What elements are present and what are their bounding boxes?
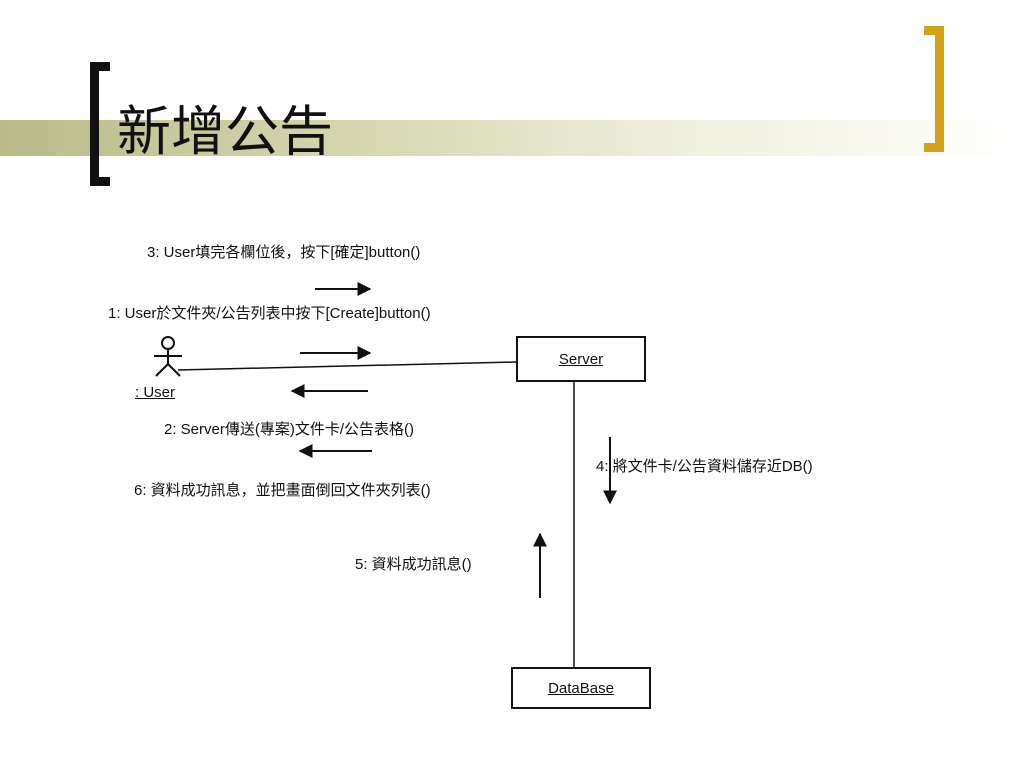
actor-label: : User: [135, 384, 176, 401]
message-2-label: 2: Server傳送(專案)文件卡/公告表格(): [164, 421, 415, 438]
stick-figure-icon: [154, 336, 182, 377]
message-6-label: 6: 資料成功訊息，並把畫面倒回文件夾列表(): [134, 482, 431, 499]
left-bracket-decoration: [90, 62, 110, 186]
database-object: DataBase: [511, 667, 651, 709]
right-bracket-decoration: [924, 26, 944, 152]
link-user-server: [177, 361, 517, 371]
page-title: 新增公告: [117, 100, 333, 163]
message-3-label: 3: User填完各欄位後，按下[確定]button(): [147, 244, 421, 261]
title-underline-bar: [0, 120, 1024, 156]
database-label: DataBase: [548, 679, 614, 697]
message-5-label: 5: 資料成功訊息(): [355, 556, 472, 573]
server-object: Server: [516, 336, 646, 382]
message-4-label: 4: 將文件卡/公告資料儲存近DB(): [596, 458, 813, 475]
message-1-label: 1: User於文件夾/公告列表中按下[Create]button(): [108, 305, 431, 322]
server-label: Server: [558, 350, 604, 368]
